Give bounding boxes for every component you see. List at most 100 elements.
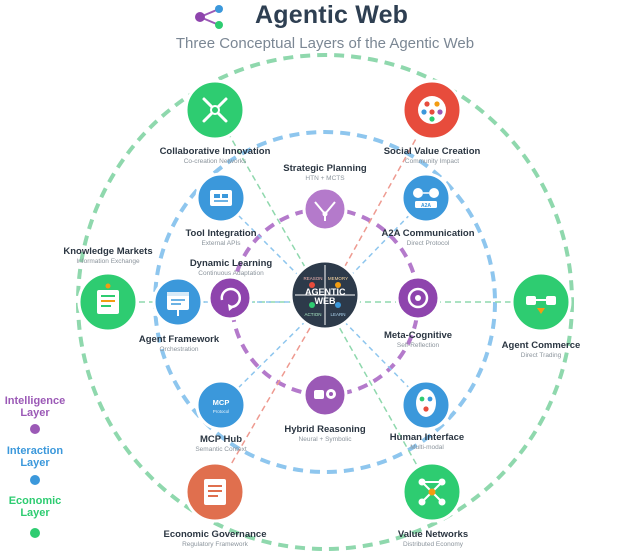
node-subtitle: Distributed Economy <box>403 541 463 548</box>
reflection-ring-icon <box>407 287 429 309</box>
legend-economic-label: Economic Layer <box>8 495 62 519</box>
node-subtitle: Direct Trading <box>520 352 562 359</box>
node-name: Meta-Cognitive <box>383 330 453 341</box>
node-economic-governance[interactable] <box>184 461 246 523</box>
node-name: Strategic Planning <box>283 163 367 174</box>
label-agent-commerce: Agent Commerce Direct Trading <box>502 340 581 360</box>
label-mcp-hub: MCP Hub Semantic Context <box>195 434 246 454</box>
node-subtitle: Continuous Adaptation <box>198 270 264 277</box>
protocol-hub-icon: MCP Protocol <box>213 398 230 414</box>
node-name: Value Networks <box>397 529 469 540</box>
node-subtitle: Direct Protocol <box>406 240 450 247</box>
node-name: Knowledge Markets <box>63 246 153 257</box>
label-strategic-planning: Strategic Planning HTN + MCTS <box>283 163 366 183</box>
node-knowledge-markets[interactable] <box>77 271 139 333</box>
label-a2a-communication: A2A Communication Direct Protocol <box>381 228 474 248</box>
community-dots-icon <box>418 96 446 124</box>
node-dynamic-learning[interactable] <box>207 275 253 321</box>
node-value-networks[interactable] <box>401 461 463 523</box>
node-subtitle: Orchestration <box>159 346 199 353</box>
node-name: Human Interface <box>389 432 465 443</box>
core-memory-label: MEMORY <box>328 276 348 281</box>
node-agent-commerce[interactable] <box>510 271 572 333</box>
label-knowledge-markets: Knowledge Markets Information Exchange <box>63 246 152 266</box>
agentic-web-core[interactable]: REASON MEMORY ACTION LEARN <box>289 259 361 331</box>
toolbox-icon <box>210 190 232 206</box>
node-subtitle: Regulatory Framework <box>182 541 248 548</box>
human-face-icon <box>416 389 436 417</box>
economic-ring <box>76 53 574 551</box>
label-meta-cognitive: Meta-Cognitive Self-Reflection <box>384 330 452 350</box>
framework-window-icon <box>167 292 189 316</box>
node-name: A2A Communication <box>381 228 475 239</box>
node-subtitle: Self-Reflection <box>396 342 440 349</box>
legend-interaction-label: Interaction Layer <box>6 445 64 469</box>
document-tree-icon <box>97 283 119 314</box>
node-name: Tool Integration <box>185 228 257 239</box>
core-reason-label: REASON <box>303 276 322 281</box>
node-mcp-hub[interactable]: MCP Protocol <box>195 379 247 431</box>
node-subtitle: Information Exchange <box>76 258 140 265</box>
node-name: Economic Governance <box>163 529 267 540</box>
network-graph-icon <box>418 478 446 506</box>
core-action-label: ACTION <box>304 312 321 317</box>
spoke-tool <box>220 197 326 303</box>
node-name: Social Value Creation <box>383 146 481 157</box>
regulation-document-icon <box>204 479 226 505</box>
label-agent-framework: Agent Framework Orchestration <box>139 334 219 354</box>
legend-intelligence-label: Intelligence Layer <box>4 395 66 419</box>
learn-dot <box>335 302 341 308</box>
core-title: AGENTIC WEB <box>305 287 346 306</box>
legend-interaction-dot <box>30 475 40 485</box>
label-economic-governance: Economic Governance Regulatory Framework <box>164 529 267 549</box>
cycle-icon <box>220 287 241 311</box>
mcp-hub-icon-subtext: Protocol <box>213 409 230 414</box>
node-tool-integration[interactable] <box>195 172 247 224</box>
spoke-collaborative <box>214 109 326 303</box>
node-a2a-communication[interactable]: A2A <box>400 172 452 224</box>
label-value-networks: Value Networks Distributed Economy <box>398 529 468 549</box>
node-collaborative-innovation[interactable] <box>184 79 246 141</box>
tree-plan-icon <box>314 201 336 221</box>
node-subtitle: Co-creation Networks <box>183 158 247 165</box>
node-name: Agent Commerce <box>501 340 581 351</box>
spoke-social <box>324 109 433 303</box>
node-meta-cognitive[interactable] <box>395 275 441 321</box>
spoke-value <box>324 301 433 493</box>
node-social-value-creation[interactable] <box>401 79 463 141</box>
node-name: MCP Hub <box>199 434 243 445</box>
reason-dot <box>309 282 315 288</box>
trade-exchange-icon <box>526 296 556 314</box>
node-name: Hybrid Reasoning <box>284 424 366 435</box>
page-title: Agentic Web <box>255 1 409 29</box>
agent-pair-icon: A2A <box>413 188 439 209</box>
label-hybrid-reasoning: Hybrid Reasoning Neural + Symbolic <box>284 424 365 444</box>
node-strategic-planning[interactable] <box>302 186 348 232</box>
neural-symbolic-icon <box>314 389 336 399</box>
label-social-value-creation: Social Value Creation Community Impact <box>384 146 481 166</box>
crossed-tools-icon <box>202 97 228 123</box>
node-human-interface[interactable] <box>400 379 452 431</box>
legend-economic-dot <box>30 528 40 538</box>
memory-dot <box>335 282 341 288</box>
node-hybrid-reasoning[interactable] <box>302 372 348 418</box>
a2a-badge: A2A <box>421 203 431 209</box>
label-dynamic-learning: Dynamic Learning Continuous Adaptation <box>190 258 272 278</box>
spoke-governance <box>214 301 326 493</box>
legend-intelligence-dot <box>30 424 40 434</box>
node-subtitle: Community Impact <box>404 158 460 165</box>
core-learn-label: LEARN <box>330 312 345 317</box>
node-name: Collaborative Innovation <box>159 146 271 157</box>
node-subtitle: HTN + MCTS <box>305 175 345 182</box>
node-subtitle: Multi-modal <box>410 444 444 451</box>
node-agent-framework[interactable] <box>152 276 204 328</box>
page-subtitle: Three Conceptual Layers of the Agentic W… <box>175 35 475 52</box>
action-dot <box>309 302 315 308</box>
node-name: Dynamic Learning <box>189 258 273 269</box>
node-subtitle: Neural + Symbolic <box>298 436 352 443</box>
header: Agentic Web Three Conceptual Layers of t… <box>0 0 621 60</box>
label-human-interface: Human Interface Multi-modal <box>390 432 464 452</box>
node-name: Agent Framework <box>138 334 220 345</box>
